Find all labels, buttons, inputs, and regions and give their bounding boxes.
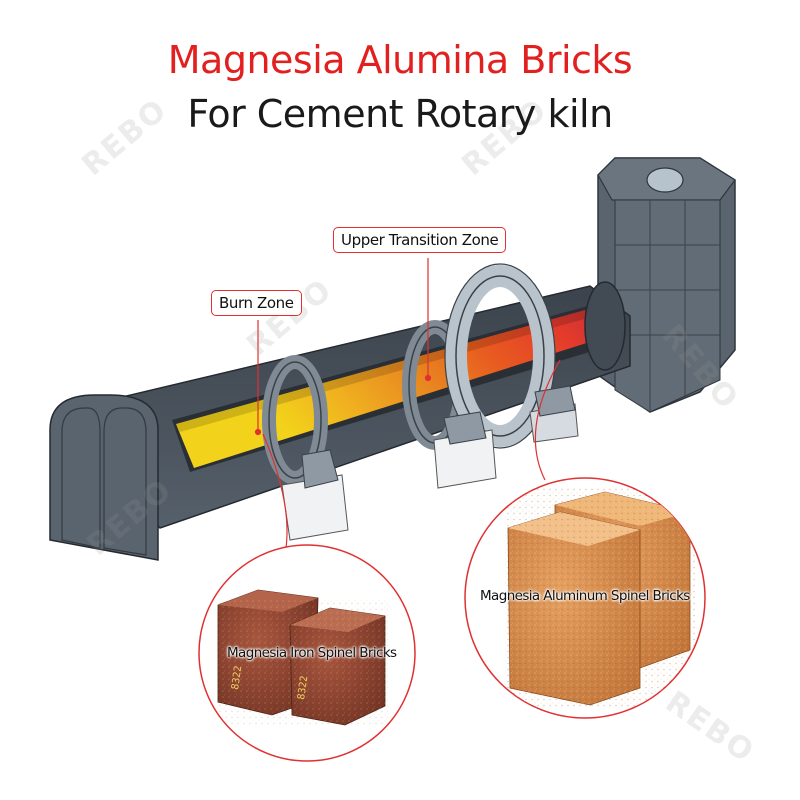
kiln-shell: [117, 281, 631, 529]
kiln-inlet-cap: [49, 394, 159, 561]
callout-leaders: [254, 258, 561, 573]
kiln-supports: [281, 385, 579, 541]
page-subtitle: For Cement Rotary kiln: [187, 92, 613, 136]
iron-spinel-brick-circle: 8322 8322: [198, 544, 416, 762]
kiln-lining: [176, 310, 596, 468]
burn-zone-callout: Burn Zone: [211, 290, 302, 316]
aluminum-spinel-brick-circle: [464, 477, 706, 719]
brick-stamp-2: 8322: [296, 675, 310, 700]
aluminum-spinel-brick-label: Magnesia Aluminum Spinel Bricks: [480, 588, 690, 604]
kiln-hood: [597, 157, 736, 413]
hood-port: [646, 167, 684, 193]
brick-stamp-1: 8322: [230, 665, 244, 690]
iron-spinel-brick-label: Magnesia Iron Spinel Bricks: [227, 645, 397, 661]
upper-transition-zone-callout: Upper Transition Zone: [333, 227, 507, 253]
tyre-rings: [262, 263, 556, 485]
page-title: Magnesia Alumina Bricks: [167, 38, 633, 82]
